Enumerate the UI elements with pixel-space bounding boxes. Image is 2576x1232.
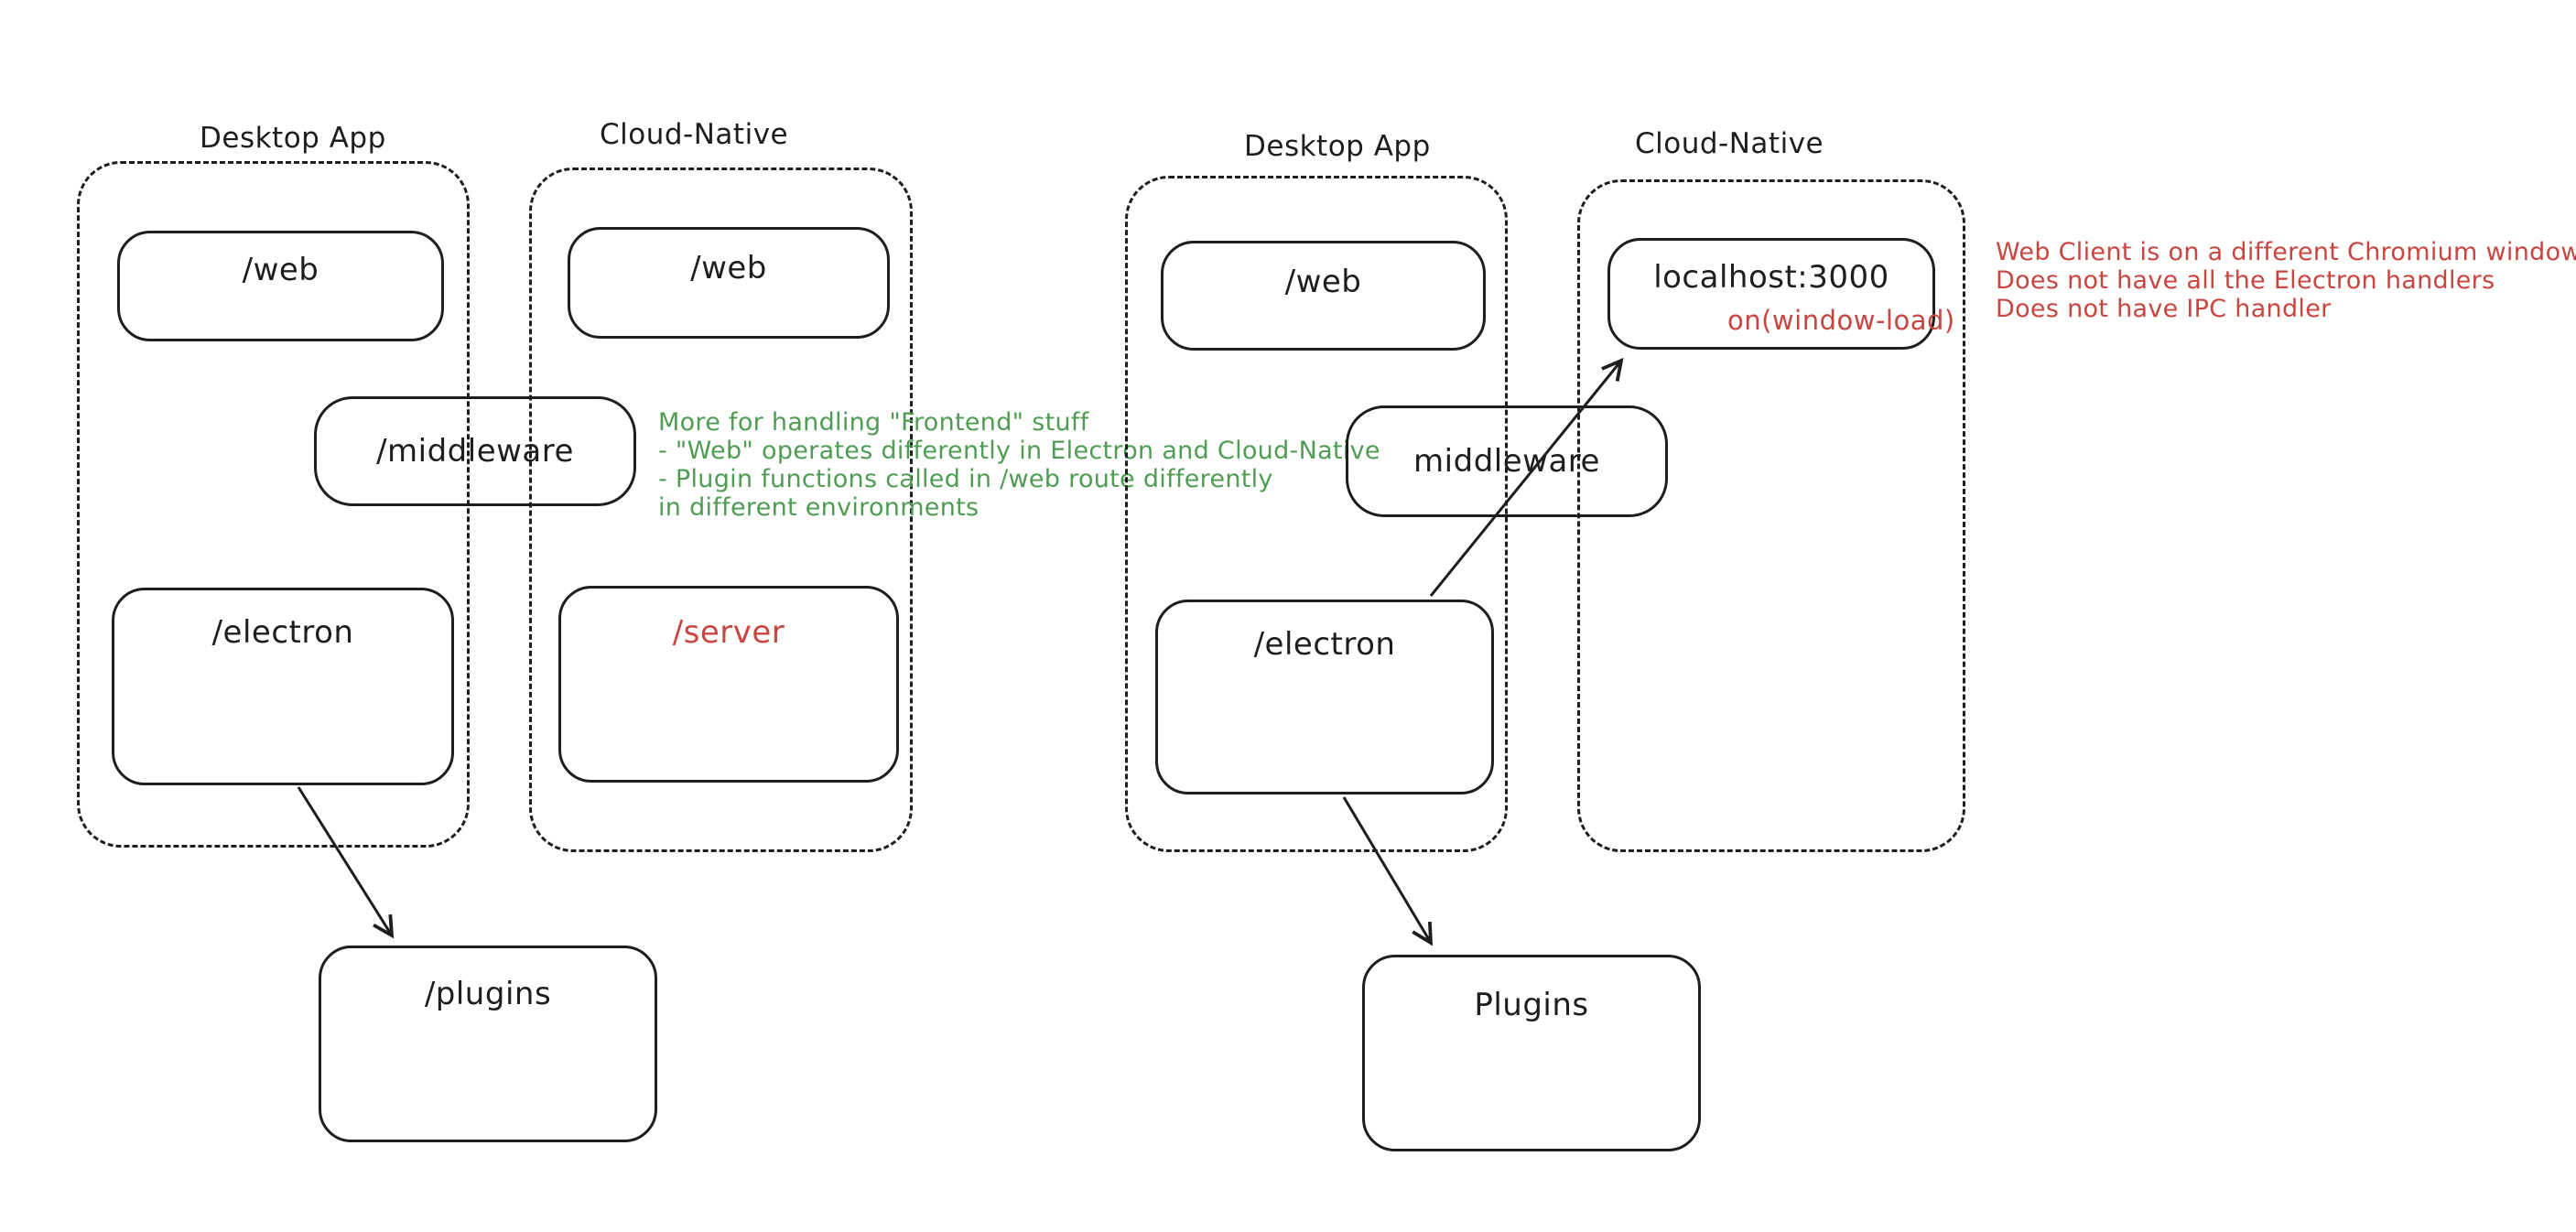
red-note: Web Client is on a different Chromium wi… xyxy=(1996,238,2576,323)
right-cloud-native-label: Cloud-Native xyxy=(1635,127,1824,160)
left-electron-label: /electron xyxy=(211,614,354,651)
right-web-box: /web xyxy=(1161,241,1486,351)
right-plugins-box: Plugins xyxy=(1362,955,1701,1151)
right-desktop-app-label: Desktop App xyxy=(1244,130,1431,163)
right-on-window-load-label: on(window-load) xyxy=(1727,305,1955,336)
left-middleware-box: /middleware xyxy=(314,396,636,506)
left-web-desktop-label: /web xyxy=(242,252,319,288)
right-desktop-app-container xyxy=(1125,176,1508,852)
left-desktop-app-label: Desktop App xyxy=(200,122,386,155)
right-plugins-label: Plugins xyxy=(1474,987,1589,1023)
right-localhost-box: localhost:3000 on(window-load) xyxy=(1607,238,1954,350)
green-note-line-2: - "Web" operates differently in Electron… xyxy=(658,437,1380,465)
left-web-cloud-label: /web xyxy=(690,250,767,286)
right-electron-box: /electron xyxy=(1155,600,1494,794)
left-middleware-label: /middleware xyxy=(376,433,574,470)
left-cloud-native-container xyxy=(529,168,913,852)
red-note-line-1: Web Client is on a different Chromium wi… xyxy=(1996,238,2576,266)
left-web-cloud-box: /web xyxy=(568,227,890,339)
left-electron-box: /electron xyxy=(112,588,454,785)
left-web-desktop-box: /web xyxy=(117,231,444,341)
right-middleware-box: middleware xyxy=(1346,405,1668,517)
green-note-line-3: - Plugin functions called in /web route … xyxy=(658,465,1273,493)
left-plugins-label: /plugins xyxy=(424,976,552,1012)
right-localhost-label: localhost:3000 xyxy=(1653,259,1889,296)
right-middleware-label: middleware xyxy=(1413,443,1600,480)
green-note-line-4: in different environments xyxy=(658,493,980,522)
left-server-label: /server xyxy=(672,614,785,651)
red-note-line-3: Does not have IPC handler xyxy=(1996,295,2332,323)
left-cloud-native-label: Cloud-Native xyxy=(600,118,789,151)
red-note-line-2: Does not have all the Electron handlers xyxy=(1996,266,2495,295)
green-note-line-1: More for handling "Frontend" stuff xyxy=(658,408,1089,437)
left-plugins-box: /plugins xyxy=(319,946,657,1142)
green-note: More for handling "Frontend" stuff - "We… xyxy=(658,408,1380,522)
right-electron-label: /electron xyxy=(1253,626,1396,663)
left-server-box: /server xyxy=(558,586,899,783)
right-web-label: /web xyxy=(1284,264,1362,300)
